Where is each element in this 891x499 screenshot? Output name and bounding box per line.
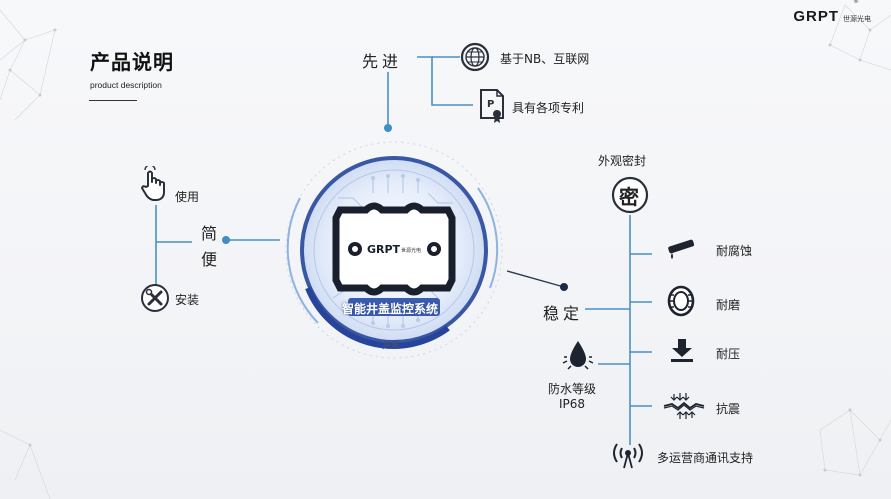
stable-item-shock: 抗震 (716, 402, 741, 416)
center-caption: 智能井盖监控系统 (342, 302, 439, 316)
patent-certificate-icon: P (480, 89, 504, 123)
stable-item-pressure: 耐压 (716, 347, 741, 361)
advanced-item-patents: 具有各项专利 (512, 101, 585, 115)
convenient-item-install: 安装 (175, 293, 200, 307)
signal-antenna-icon (613, 443, 643, 469)
page-title: 产品说明 (90, 50, 174, 74)
stable-title: 稳定 (543, 304, 584, 323)
stable-item-wear: 耐磨 (716, 298, 741, 312)
pressure-arrow-icon (671, 339, 693, 362)
vibration-icon (663, 393, 705, 419)
stable-waterproof-label: 防水等级 (548, 382, 597, 396)
stable-seal-glyph: 密 (619, 185, 639, 209)
svg-text:P: P (487, 99, 494, 110)
center-badge-logo: GRPT (367, 243, 401, 256)
stable-seal-label: 外观密封 (598, 154, 647, 168)
brand-subtitle: 世源光电 (843, 14, 871, 23)
water-drop-icon (562, 341, 594, 370)
convenient-item-use: 使用 (175, 190, 200, 204)
convenient-title-1: 简 (201, 224, 222, 243)
advanced-item-nb-internet: 基于NB、互联网 (500, 52, 590, 66)
advanced-title: 先进 (362, 52, 403, 71)
stable-item-corrosion: 耐腐蚀 (716, 244, 753, 258)
page-subtitle: product description (90, 80, 162, 90)
brand-registered-mark: ® (853, 0, 859, 5)
corrosion-tube-icon (668, 239, 695, 259)
brand-logo-text: GRPT (793, 8, 839, 25)
center-badge-subtitle: 世源光电 (401, 248, 422, 254)
stable-item-multi-carrier: 多运营商通讯支持 (657, 451, 754, 465)
wrench-screwdriver-icon (141, 284, 169, 312)
center-small-label: 井盖 (382, 341, 401, 351)
center-emblem (285, 141, 503, 359)
title-underline (89, 100, 137, 101)
brand-logo: GRPT 世源光电 (793, 8, 871, 25)
globe-network-icon (460, 42, 490, 72)
tire-icon (667, 285, 695, 317)
convenient-title-2: 便 (201, 250, 222, 269)
touch-hand-icon (141, 166, 165, 201)
stable-waterproof-value: IP68 (559, 397, 586, 411)
seal-circle-icon (611, 176, 649, 214)
